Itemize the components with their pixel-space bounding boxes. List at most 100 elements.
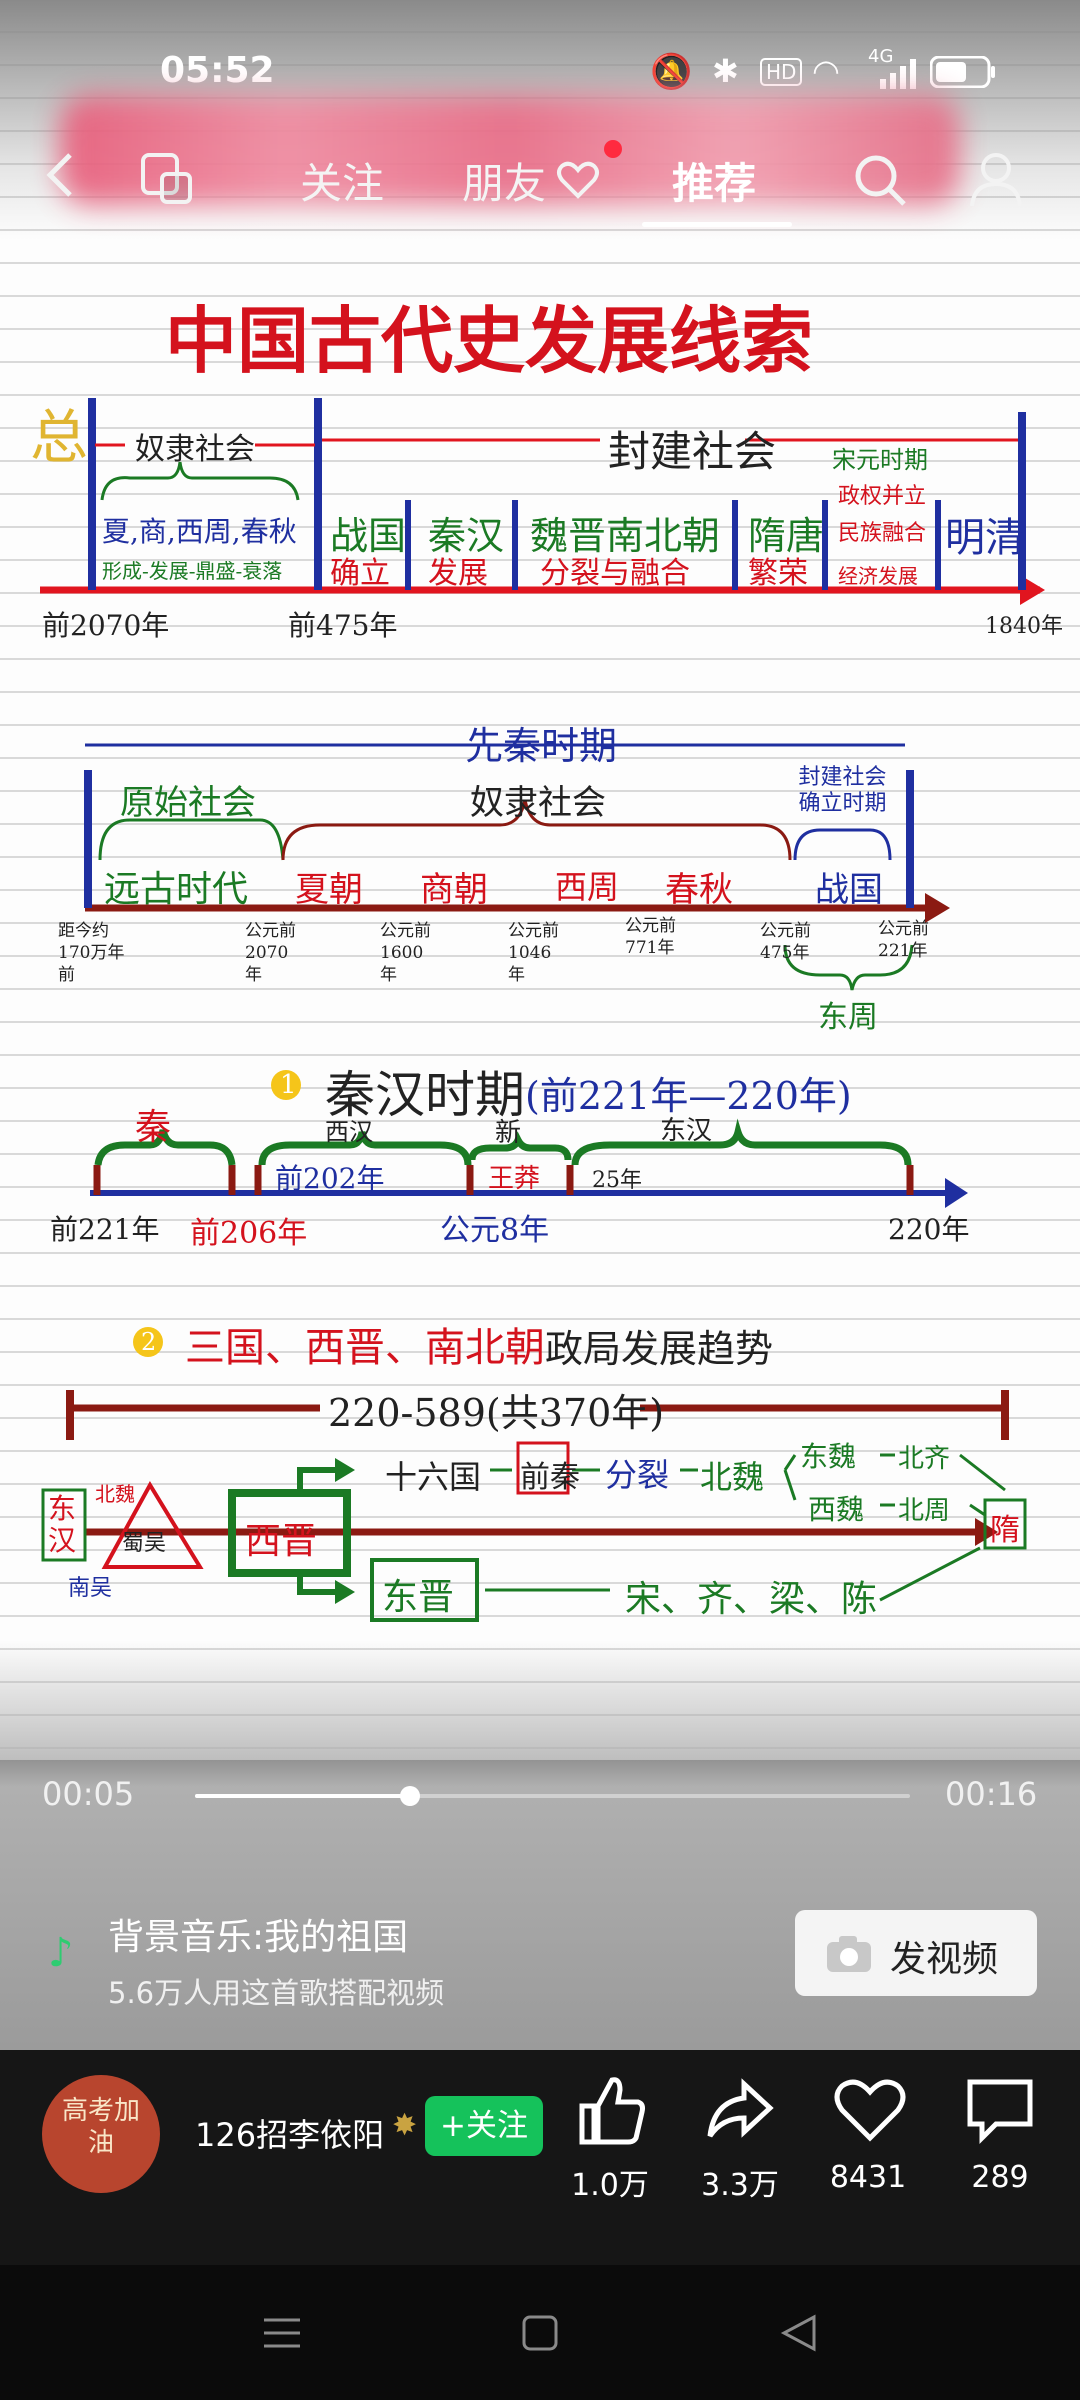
s2-date-1: 距今约170万年前 bbox=[58, 921, 125, 985]
s2-date-6: 公元前475年 bbox=[760, 921, 811, 963]
s4-xiwei-label: 西魏 bbox=[808, 1493, 865, 1526]
system-nav-bar bbox=[0, 2265, 1080, 2400]
s2-date-5: 公元前771年 bbox=[625, 916, 676, 958]
s2-chunqiu-label: 春秋 bbox=[665, 870, 733, 910]
search-icon[interactable] bbox=[852, 152, 908, 212]
heart-outline-icon bbox=[556, 160, 600, 204]
avatar-text: 高考加油 bbox=[61, 2096, 140, 2158]
profile-icon[interactable] bbox=[968, 150, 1024, 212]
s3-a1: 前221年 bbox=[50, 1213, 160, 1246]
multi-window-icon[interactable] bbox=[140, 152, 194, 210]
tab-recommend[interactable]: 推荐 bbox=[672, 159, 757, 208]
like-count: 1.0万 bbox=[571, 2168, 649, 2203]
author-name[interactable]: 126招李依阳 bbox=[195, 2116, 385, 2154]
s1-minzu-label: 民族融合 bbox=[838, 521, 927, 546]
s4-title2: 政局发展趋势 bbox=[545, 1327, 774, 1371]
s3-b1: 前202年 bbox=[275, 1162, 385, 1195]
zong-label: 总 bbox=[30, 403, 89, 471]
s2-yuanshi-label: 原始社会 bbox=[120, 783, 256, 823]
total-time: 00:16 bbox=[945, 1775, 1038, 1813]
publish-video-label: 发视频 bbox=[890, 1939, 999, 1980]
bluetooth-icon: ✱ bbox=[712, 52, 739, 90]
s3-xin-label: 新 bbox=[495, 1118, 522, 1148]
tab-follow[interactable]: 关注 bbox=[300, 159, 385, 208]
s2-date-3: 公元前1600年 bbox=[380, 921, 431, 985]
s3-qin-label: 秦 bbox=[135, 1107, 172, 1148]
status-time: 05:52 bbox=[160, 50, 275, 91]
music-usage: 5.6万人用这首歌搭配视频 bbox=[108, 1976, 445, 2010]
progress-handle[interactable] bbox=[399, 1786, 420, 1806]
back-icon[interactable] bbox=[45, 150, 75, 204]
s4-qianqin-label: 前秦 bbox=[520, 1460, 580, 1495]
s4-shiliu-label: 十六国 bbox=[385, 1458, 482, 1496]
s3-donghan-label: 东汉 bbox=[660, 1116, 713, 1146]
active-tab-indicator bbox=[642, 222, 792, 227]
s4-nan-label: 南吴 bbox=[68, 1576, 113, 1601]
s3-a4: 220年 bbox=[888, 1213, 970, 1246]
medal-icon: ✸ bbox=[392, 2108, 418, 2143]
s1-fazhan-label: 发展 bbox=[428, 556, 488, 591]
s1-fengjian-label: 封建社会 bbox=[608, 427, 777, 476]
s1-fanrong-label: 繁荣 bbox=[748, 556, 808, 591]
hd-icon: HD bbox=[760, 58, 803, 86]
favorite-heart-icon[interactable] bbox=[830, 2070, 910, 2150]
tab-friends[interactable]: 朋友 bbox=[462, 159, 547, 208]
progress-bar[interactable] bbox=[195, 1786, 910, 1806]
s1-suitang-label: 隋唐 bbox=[748, 514, 825, 558]
s2-dongzhou-label: 东周 bbox=[818, 1000, 878, 1035]
follow-button[interactable]: +关注 bbox=[425, 2096, 543, 2156]
comment-icon[interactable] bbox=[960, 2070, 1040, 2150]
music-label[interactable]: 背景音乐:我的祖国 bbox=[108, 1917, 409, 1958]
s2-xia-label: 夏朝 bbox=[295, 870, 363, 910]
s2-yuangu-label: 远古时代 bbox=[104, 869, 249, 910]
s4-nanchao-label: 宋、齐、梁、陈 bbox=[625, 1579, 878, 1620]
s1-nuli-label: 奴隶社会 bbox=[135, 432, 255, 467]
s4-xijin-label: 西晋 bbox=[245, 1521, 318, 1562]
share-icon[interactable] bbox=[700, 2070, 780, 2150]
share-count: 3.3万 bbox=[701, 2168, 779, 2203]
current-time: 00:05 bbox=[42, 1775, 135, 1813]
comment-count: 289 bbox=[971, 2160, 1029, 2195]
s4-span: 220-589(共370年) bbox=[328, 1391, 665, 1435]
wifi-icon: ◠ bbox=[812, 52, 840, 90]
progress-fill bbox=[195, 1794, 410, 1798]
note-title: 中国古代史发展线索 bbox=[165, 298, 814, 383]
s1-zhanguo-label: 战国 bbox=[330, 514, 407, 558]
s4-shu-label: 蜀吴 bbox=[122, 1531, 167, 1556]
back-nav-icon[interactable] bbox=[780, 2314, 818, 2356]
author-avatar[interactable]: 高考加油 bbox=[42, 2075, 160, 2193]
s1-fenlie-label: 分裂与融合 bbox=[540, 556, 690, 591]
timeline-drawings bbox=[40, 398, 1045, 1622]
s1-jingji-label: 经济发展 bbox=[838, 564, 918, 588]
s2-date-7: 公元前221年 bbox=[878, 919, 929, 961]
favorite-count: 8431 bbox=[829, 2160, 907, 2195]
s3-b2: 25年 bbox=[592, 1168, 642, 1193]
notebook-video-frame[interactable]: 中国古代史发展线索 总 奴隶社会 封建社会 夏,商,西周,春秋 形成-发展-鼎盛… bbox=[0, 0, 1080, 1760]
blurred-banner bbox=[60, 95, 960, 205]
bottom-action-bar bbox=[0, 2050, 1080, 2265]
s2-shang-label: 商朝 bbox=[420, 870, 488, 910]
s4-dongwei-label: 东魏 bbox=[800, 1440, 857, 1473]
s3-title: 秦汉时期 bbox=[325, 1066, 525, 1124]
s4-beizhou-label: 北周 bbox=[898, 1496, 951, 1526]
s4-bei-label: 北魏 bbox=[95, 1482, 135, 1506]
mute-icon: 🔕 bbox=[650, 52, 693, 92]
s2-fengjian-label: 封建社会确立时期 bbox=[798, 765, 887, 816]
publish-video-button[interactable]: 发视频 bbox=[795, 1910, 1037, 1996]
s1-date-3: 1840年 bbox=[985, 614, 1063, 639]
s2-xianqin-label: 先秦时期 bbox=[465, 724, 618, 768]
s2-date-4: 公元前1046年 bbox=[508, 921, 559, 985]
camera-icon bbox=[825, 1934, 873, 1978]
home-icon[interactable] bbox=[522, 2315, 558, 2355]
menu-icon[interactable] bbox=[262, 2315, 302, 2355]
battery-icon bbox=[929, 55, 996, 97]
s4-dongjin-label: 东晋 bbox=[382, 1577, 455, 1618]
music-note-icon: ♪ bbox=[48, 1930, 74, 1976]
like-icon[interactable] bbox=[572, 2070, 652, 2150]
s4-number: 2 bbox=[141, 1328, 157, 1356]
s2-zhanguo-label: 战国 bbox=[815, 870, 883, 910]
s1-qinhan-label: 秦汉 bbox=[428, 514, 505, 558]
s4-beiwei-label: 北魏 bbox=[700, 1458, 765, 1496]
s1-xingcheng-label: 形成-发展-鼎盛-衰落 bbox=[102, 559, 283, 583]
